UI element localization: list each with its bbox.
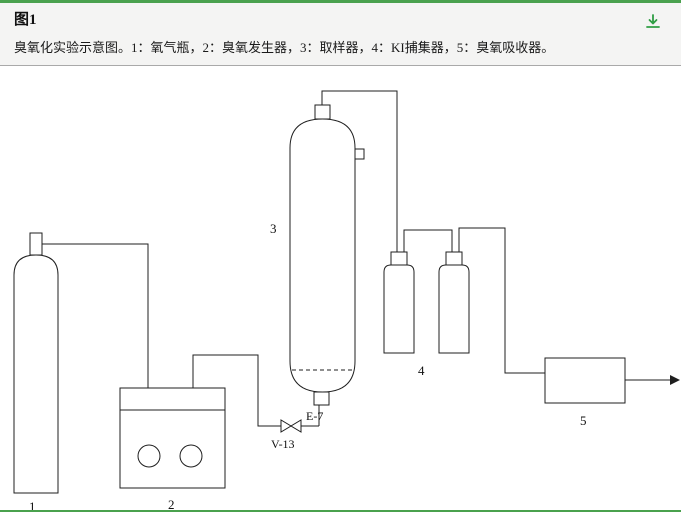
generator-knob-right bbox=[179, 444, 203, 468]
trap-bottle-2 bbox=[438, 264, 470, 354]
figure-title: 图1 bbox=[14, 12, 37, 28]
figure-caption: 臭氧化实验示意图。1：氧气瓶，2：臭氧发生器，3：取样器，4：KI捕集器，5：臭… bbox=[14, 40, 555, 55]
download-button[interactable] bbox=[643, 12, 663, 32]
column-top-neck bbox=[314, 104, 331, 120]
outlet-arrowhead bbox=[670, 375, 680, 385]
ozone-absorber bbox=[544, 357, 680, 404]
label-port-e7: E-7 bbox=[306, 409, 323, 423]
pipe-column-to-trap1 bbox=[321, 90, 398, 336]
ozone-generator bbox=[119, 354, 281, 489]
sampler-column bbox=[289, 90, 398, 406]
label-column: 3 bbox=[270, 221, 277, 236]
label-cylinder: 1 bbox=[29, 499, 36, 512]
pipe-trap2-to-absorber bbox=[458, 227, 545, 374]
trap-bottle-1 bbox=[383, 264, 415, 354]
oxygen-cylinder bbox=[13, 232, 149, 494]
pipe-cylinder-to-generator bbox=[42, 243, 149, 388]
pipe-generator-to-valve bbox=[192, 354, 281, 427]
figure-header: 图1 臭氧化实验示意图。1：氧气瓶，2：臭氧发生器，3：取样器，4：KI捕集器，… bbox=[0, 3, 681, 66]
download-icon bbox=[643, 14, 663, 35]
label-absorber: 5 bbox=[580, 413, 587, 428]
column-bottom-port bbox=[313, 391, 330, 406]
column-side-fitting bbox=[354, 148, 365, 160]
label-traps: 4 bbox=[418, 363, 425, 378]
generator-knob-left bbox=[137, 444, 161, 468]
ki-trap-bottles bbox=[383, 227, 545, 374]
valve-v13 bbox=[280, 405, 320, 433]
process-diagram: 1 2 3 4 5 E-7 V-13 bbox=[0, 3, 681, 512]
label-generator: 2 bbox=[168, 497, 175, 512]
label-valve-v13: V-13 bbox=[271, 437, 295, 451]
